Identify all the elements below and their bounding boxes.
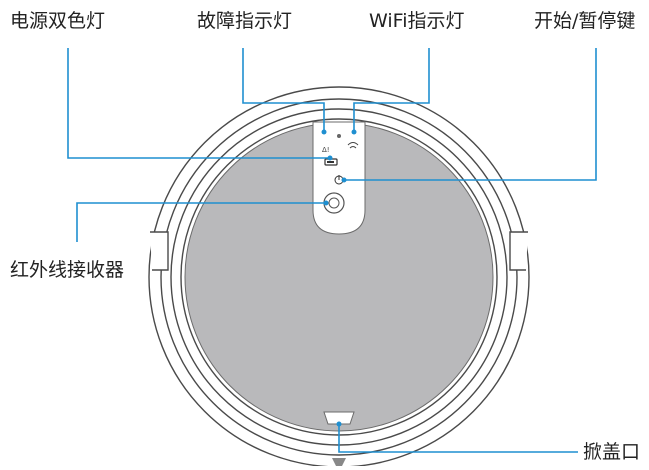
start-pause-key-label: 开始/暂停键 [534, 10, 636, 32]
fault-indicator-label: 故障指示灯 [197, 10, 293, 32]
callout-power [67, 48, 330, 159]
dot-start [341, 177, 347, 183]
lid-opening-label: 掀盖口 [583, 441, 641, 463]
dot-lid [336, 421, 342, 427]
ir-receiver-inner [328, 197, 340, 209]
callout-dots [321, 129, 357, 427]
power-indicator-label: 电源双色灯 [10, 10, 106, 32]
fault-indicator-icon: Δ! [322, 146, 330, 154]
dot-wifi [351, 129, 357, 135]
callout-wifi [353, 48, 430, 132]
callout-lines [67, 48, 597, 453]
dot-ir [323, 200, 329, 206]
dot-power [327, 155, 333, 161]
callout-start [344, 48, 597, 181]
dot-fault [321, 129, 327, 135]
indicator-dot-icon [337, 134, 341, 138]
bumper-notches [150, 231, 528, 271]
right-notch [509, 231, 528, 271]
lid-tab [323, 411, 355, 425]
wifi-indicator-icon [347, 142, 359, 149]
callout-fault [242, 48, 325, 132]
bumper-inner-ring [160, 98, 518, 456]
ir-receiver-label: 红外线接收器 [10, 259, 125, 281]
wifi-indicator-label: WiFi指示灯 [369, 10, 465, 32]
battery-fill-icon [327, 161, 334, 163]
callout-lid [338, 424, 578, 453]
callout-ir [76, 202, 326, 242]
bottom-wheel-mark [332, 458, 346, 466]
left-notch [150, 231, 169, 271]
